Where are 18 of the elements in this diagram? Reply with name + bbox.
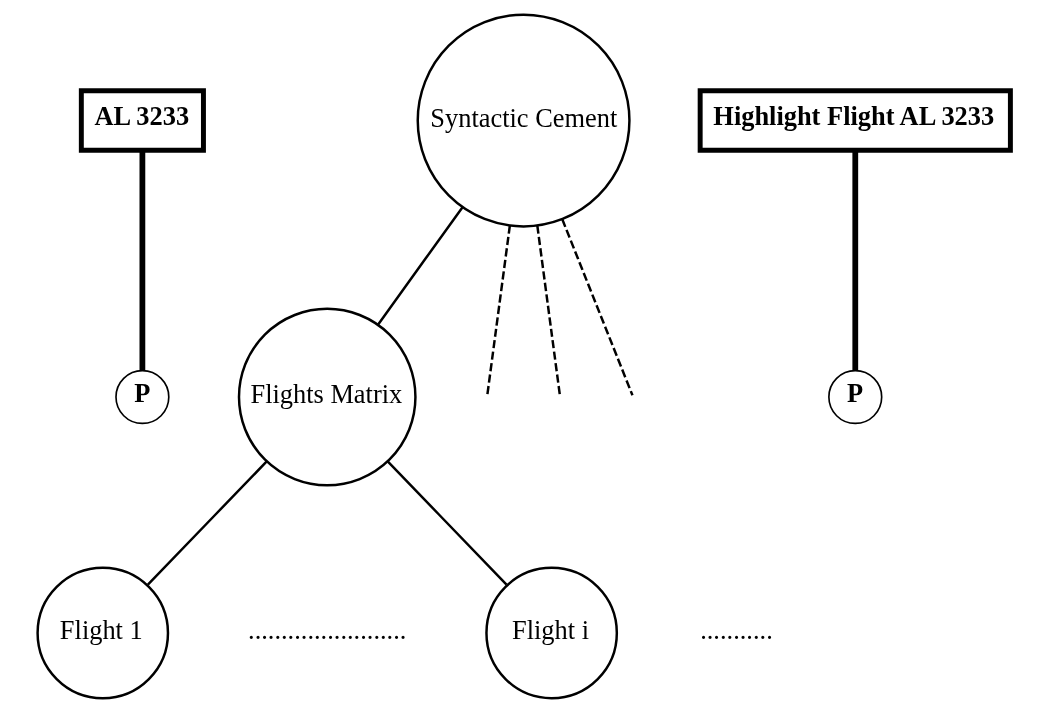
node-circle: Flight i [485,566,619,700]
label: ........................ [248,615,407,646]
node-circle: Flights Matrix [237,307,417,487]
node-circle: P [828,369,883,425]
label: ........... [700,615,773,646]
connector [852,150,859,371]
connector [536,225,562,396]
node-circle: Syntactic Cement [416,13,631,228]
connector [486,225,512,396]
connector [561,218,634,396]
node-circle: Flight 1 [36,566,170,700]
connector [387,460,508,586]
node-box: AL 3233 [78,88,206,153]
node-circle: P [115,369,170,425]
connector [147,460,268,586]
connector [139,150,146,371]
node-box: Highlight Flight AL 3233 [697,88,1013,153]
connector [377,206,464,326]
